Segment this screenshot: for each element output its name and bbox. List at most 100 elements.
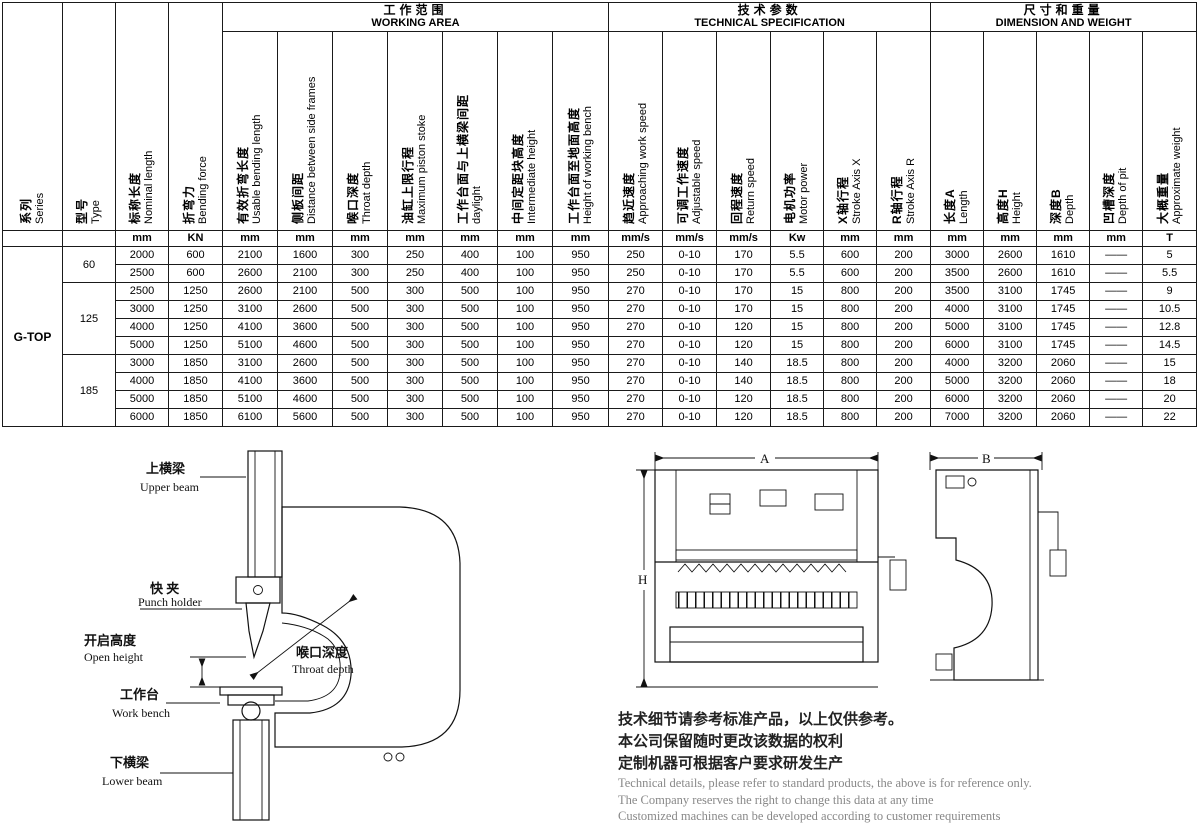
data-cell: 500: [442, 354, 498, 373]
data-cell: 200: [876, 336, 932, 355]
col-label-en: Series: [33, 192, 46, 224]
data-cell: 100: [497, 408, 553, 427]
data-cell: 3100: [983, 318, 1038, 337]
data-cell: 3500: [930, 264, 985, 283]
col-label-en: Height: [1011, 192, 1024, 224]
data-cell: 1610: [1036, 264, 1091, 283]
type-cell: 125: [62, 282, 116, 355]
data-cell: 300: [332, 264, 388, 283]
data-cell: 100: [497, 264, 553, 283]
data-cell: 800: [823, 336, 878, 355]
data-cell: 100: [497, 300, 553, 319]
frame-shape: [274, 506, 461, 762]
col-label-en: Approaching work speed: [636, 102, 649, 224]
side-view-shape: [930, 469, 1067, 681]
col-label-zh: 侧板间距: [291, 171, 305, 224]
data-cell: 1745: [1036, 300, 1091, 319]
data-cell: ——: [1089, 336, 1144, 355]
data-cell: 950: [551, 336, 610, 355]
data-cell: 15: [770, 300, 825, 319]
data-cell: 2500: [115, 282, 169, 301]
col-label-en: Stroke Axis R: [904, 157, 917, 224]
data-cell: 2600: [277, 300, 333, 319]
data-cell: 300: [387, 390, 443, 409]
col-label-en: Depth: [1064, 194, 1077, 224]
data-cell: 2060: [1036, 390, 1091, 409]
data-cell: 950: [551, 372, 610, 391]
data-cell: ——: [1089, 390, 1144, 409]
unit-cell: [2, 230, 63, 247]
col-label-en: Approximate weight: [1170, 127, 1183, 224]
unit-cell: mm: [497, 230, 553, 247]
data-cell: 800: [823, 300, 878, 319]
data-cell: 0-10: [662, 408, 718, 427]
col-label-zh: 系列: [18, 197, 33, 224]
data-cell: 170: [716, 300, 772, 319]
col-label-zh: 喉口深度: [346, 171, 360, 224]
data-cell: 500: [332, 336, 388, 355]
data-cell: 120: [716, 318, 772, 337]
data-cell: 5000: [930, 318, 985, 337]
data-cell: ——: [1089, 372, 1144, 391]
data-cell: 950: [551, 264, 610, 283]
col-label-en: Return speed: [744, 157, 757, 224]
data-cell: 500: [332, 318, 388, 337]
upper-beam-label-zh: 上横梁: [146, 461, 186, 476]
col-label-en: Maximum piston stoke: [416, 114, 428, 224]
lower-beam-shape: [232, 719, 270, 821]
data-cell: 6000: [115, 408, 169, 427]
data-cell: 950: [551, 318, 610, 337]
data-cell: 600: [823, 246, 878, 265]
col-label-zh: 油缸上限行程: [401, 145, 415, 224]
data-cell: 270: [608, 390, 664, 409]
data-cell: 250: [608, 264, 664, 283]
data-cell: 270: [608, 354, 664, 373]
group-label-zh: 技术参数: [737, 3, 802, 17]
data-cell: ——: [1089, 264, 1144, 283]
dim-h-label: H: [638, 572, 647, 587]
data-cell: 22: [1142, 408, 1198, 427]
col-label-en: Usable bending length: [251, 114, 263, 224]
unit-cell: mm: [1036, 230, 1091, 247]
col-label-zh: 长度A: [943, 188, 958, 224]
data-cell: 3100: [983, 336, 1038, 355]
data-cell: 300: [332, 246, 388, 265]
unit-cell: mm: [222, 230, 278, 247]
col-label-zh: 中间定距块高度: [511, 132, 525, 224]
data-cell: 18.5: [770, 390, 825, 409]
unit-cell: KN: [168, 230, 223, 247]
unit-cell: mm: [442, 230, 498, 247]
col-label-zh: 大概重量: [1155, 171, 1170, 224]
col-label-zh: 工作台面与上横梁间距: [456, 93, 470, 224]
group-label-zh: 尺寸和重量: [1023, 3, 1104, 17]
data-cell: ——: [1089, 246, 1144, 265]
col-label-zh: 电机功率: [783, 171, 798, 224]
data-cell: 3000: [930, 246, 985, 265]
data-cell: 4600: [277, 390, 333, 409]
data-cell: 1600: [277, 246, 333, 265]
lower-beam-label-zh: 下横梁: [110, 755, 150, 770]
unit-cell: mm: [115, 230, 169, 247]
lower-beam-label-en: Lower beam: [102, 774, 163, 788]
data-cell: 300: [387, 318, 443, 337]
unit-cell: mm: [277, 230, 333, 247]
data-cell: 5.5: [770, 246, 825, 265]
data-cell: 6000: [930, 390, 985, 409]
data-cell: 0-10: [662, 354, 718, 373]
notes-block: 技术细节请参考标准产品，以上仅供参考。 本公司保留随时更改该数据的权利 定制机器…: [618, 710, 1188, 825]
data-cell: 950: [551, 246, 610, 265]
data-cell: 800: [823, 408, 878, 427]
upper-beam-shape: [247, 450, 283, 578]
